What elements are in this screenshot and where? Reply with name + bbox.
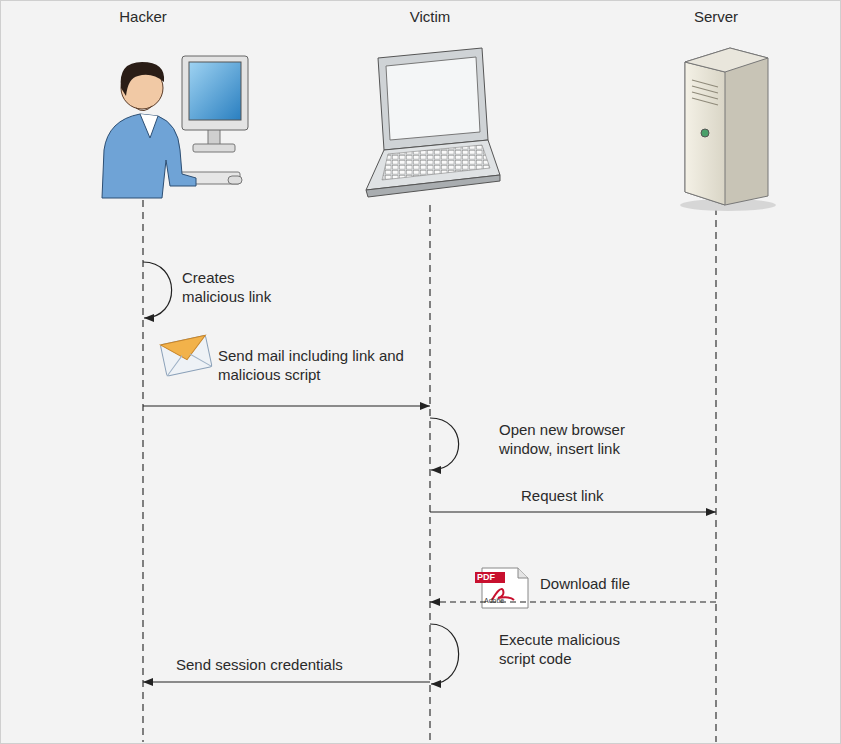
icon-text: PDF (477, 572, 495, 582)
message-label: Execute malicious script code (497, 630, 651, 668)
mail-envelope-icon (160, 335, 212, 376)
participant-name: Victim (410, 8, 451, 25)
message-arrow (143, 405, 430, 406)
self-message-arrow (430, 418, 459, 470)
message-label: Send session credentials (174, 655, 378, 674)
icon-text: Adobe (484, 597, 504, 605)
server-tower-icon (680, 48, 776, 211)
message-label: Request link (519, 486, 643, 505)
message-label: Send mail including link and malicious s… (216, 346, 415, 384)
self-message-arrow (430, 624, 459, 684)
participant-head: Server (688, 6, 744, 27)
message-label: Creates malicious link (180, 268, 292, 306)
message-arrow (430, 601, 716, 602)
participant-head: Hacker (113, 6, 173, 27)
participant-name: Server (694, 8, 738, 25)
message-arrow (430, 511, 716, 512)
lifelines (143, 200, 716, 742)
self-message-arrow (143, 262, 172, 318)
message-label: Download file (538, 574, 662, 593)
participant-name: Hacker (119, 8, 167, 25)
message-arrow (143, 681, 430, 682)
participant-head: Victim (404, 6, 457, 27)
message-label: Open new browser window, insert link (497, 420, 669, 458)
hacker-figure (102, 56, 248, 198)
laptop-icon (366, 48, 500, 197)
